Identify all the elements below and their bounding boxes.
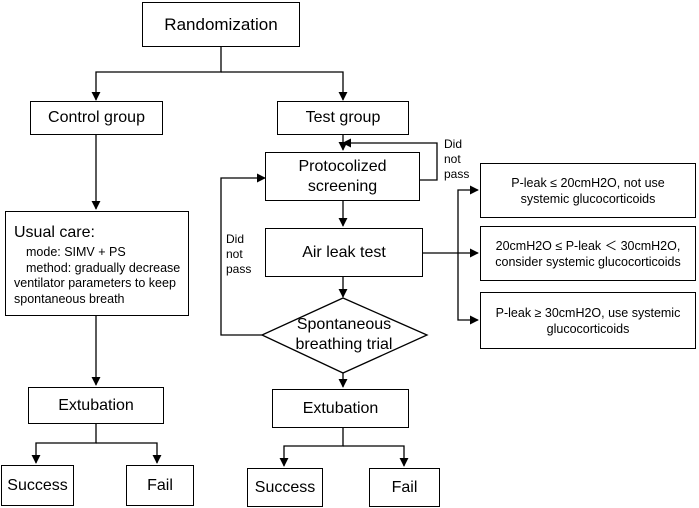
- outcome-low-box: P-leak ≤ 20cmH2O, not use systemic gluco…: [480, 163, 696, 218]
- sbt-decision-diamond: [260, 297, 429, 374]
- did-not-pass-top-3: pass: [444, 167, 470, 181]
- protocolized-screening-line1: Protocolized: [298, 157, 387, 175]
- extubation-control-box: Extubation: [28, 387, 164, 424]
- bracket-airleak-high: [457, 253, 479, 325]
- sbt-line1: Spontaneous: [296, 316, 392, 333]
- success-test-box: Success: [247, 468, 323, 507]
- usual-care-line4: spontaneous breath: [14, 291, 125, 306]
- usual-care-line3: ventilator parameters to keep: [14, 276, 176, 290]
- outcome-high-box: P-leak ≥ 30cmH2O, use systemic glucocort…: [480, 292, 696, 349]
- fail-test-label: Fail: [391, 478, 418, 496]
- outcome-mid-box: 20cmH2O ≤ P-leak ＜ 30cmH2O, consider sys…: [480, 226, 696, 281]
- bracket-airleak-outcomes: [457, 185, 479, 253]
- randomization-label: Randomization: [164, 14, 278, 34]
- usual-care-box: Usual care: mode: SIMV + PS method: grad…: [5, 211, 189, 316]
- split-line-control-fail: [96, 442, 162, 464]
- extubation-test-box: Extubation: [272, 389, 409, 428]
- usual-care-method: method: gradually decrease: [26, 260, 181, 275]
- success-control-label: Success: [7, 476, 68, 494]
- sbt-label: Spontaneous breathing trial: [262, 312, 426, 358]
- did-not-pass-label-top: Did not pass: [444, 137, 469, 182]
- fail-control-box: Fail: [126, 465, 194, 506]
- protocolized-screening-line2: screening: [307, 177, 378, 195]
- extubation-control-label: Extubation: [58, 396, 134, 414]
- air-leak-test-label: Air leak test: [302, 243, 386, 261]
- test-group-label: Test group: [305, 109, 381, 126]
- did-not-pass-top-1: Did: [444, 137, 463, 151]
- split-line-test-fail: [343, 445, 409, 467]
- loop-sbt-did-not-pass: [220, 173, 266, 336]
- loop-screening-did-not-pass: [342, 138, 438, 181]
- did-not-pass-top-2: not: [444, 152, 461, 166]
- split-line-control-outcome: [31, 423, 97, 464]
- test-group-box: Test group: [277, 101, 409, 135]
- usual-care-heading: Usual care:: [14, 224, 95, 241]
- protocolized-screening-box: Protocolized screening: [265, 152, 420, 201]
- control-group-label: Control group: [48, 109, 145, 126]
- split-line-randomization-right: [221, 71, 348, 101]
- did-not-pass-left-1: Did: [226, 232, 245, 246]
- fail-test-box: Fail: [369, 468, 440, 507]
- outcome-mid-label: 20cmH2O ≤ P-leak ＜ 30cmH2O, consider sys…: [495, 238, 681, 269]
- split-line-randomization: [91, 47, 222, 101]
- sbt-line2: breathing trial: [295, 336, 393, 353]
- fail-control-label: Fail: [147, 476, 173, 494]
- success-test-label: Success: [254, 478, 316, 496]
- outcome-high-label: P-leak ≥ 30cmH2O, use systemic glucocort…: [495, 305, 681, 336]
- did-not-pass-label-left: Did not pass: [226, 232, 251, 277]
- split-line-test-outcome: [279, 427, 344, 467]
- usual-care-mode: mode: SIMV + PS: [26, 245, 126, 259]
- success-control-box: Success: [1, 465, 74, 506]
- did-not-pass-left-3: pass: [226, 262, 252, 276]
- control-group-box: Control group: [30, 101, 163, 135]
- outcome-low-label: P-leak ≤ 20cmH2O, not use systemic gluco…: [511, 175, 665, 206]
- randomization-box: Randomization: [142, 2, 300, 47]
- extubation-test-label: Extubation: [302, 399, 379, 417]
- air-leak-test-box: Air leak test: [265, 228, 423, 277]
- did-not-pass-left-2: not: [226, 247, 243, 261]
